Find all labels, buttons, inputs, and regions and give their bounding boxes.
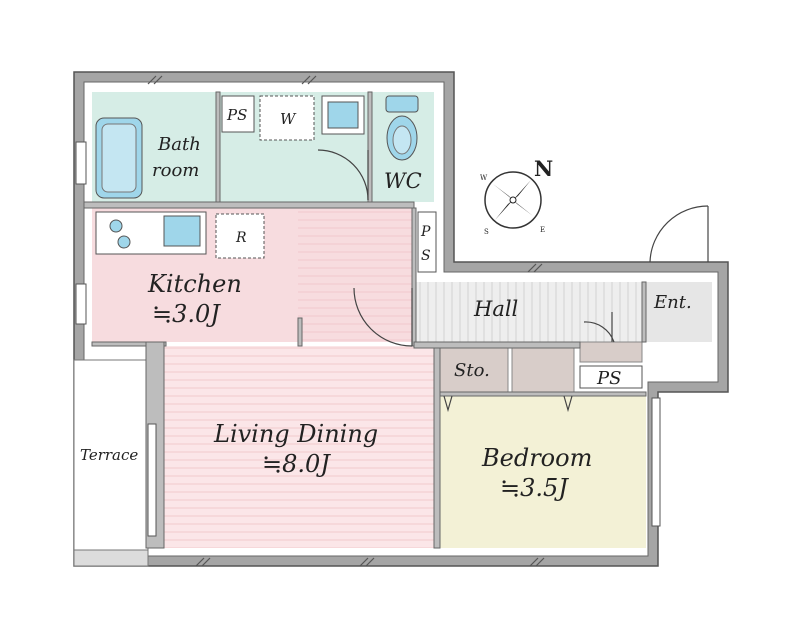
ps-entrance-label: PS <box>596 368 621 389</box>
kitchen-size: ≒3.0J <box>152 300 221 328</box>
living-stripes <box>164 346 434 548</box>
wall-hatch-marks <box>147 75 545 567</box>
washer-label: W <box>280 110 297 128</box>
washer-space <box>259 95 315 141</box>
entrance-floor <box>646 282 712 342</box>
ps-vert-box <box>417 211 437 273</box>
ps-entrance-box <box>579 365 643 389</box>
bedroom-floor <box>440 396 646 548</box>
wc-label: WC <box>384 169 422 193</box>
living-size: ≒8.0J <box>262 450 331 478</box>
toilet-icon <box>385 95 419 161</box>
hall-label: Hall <box>473 297 518 321</box>
living-label: Living Dining <box>213 420 378 448</box>
refrigerator-space <box>215 213 265 259</box>
compass-icon <box>484 171 542 229</box>
kitchen-label: Kitchen <box>147 270 242 298</box>
bath-label-1: Bath <box>157 134 201 155</box>
doors <box>317 149 709 413</box>
storage-1 <box>439 347 509 393</box>
storage-2 <box>511 347 575 393</box>
bathtub-inner <box>101 123 137 193</box>
sink-basin <box>327 101 359 129</box>
storage-label: Sto. <box>454 360 490 381</box>
bedroom-label: Bedroom <box>481 444 592 472</box>
hall-stripes <box>414 282 642 346</box>
compass-north: N <box>534 156 553 181</box>
compass-west: W <box>480 174 488 182</box>
bedroom-size: ≒3.5J <box>500 474 569 502</box>
stove-burner-icon <box>109 219 131 249</box>
ps-vert-p-label: P <box>420 224 431 240</box>
kitchen-stripe-area <box>298 208 412 342</box>
bath-label-2: room <box>152 160 199 181</box>
kitchen-sink <box>163 215 201 247</box>
windows <box>75 141 661 537</box>
terrace-label: Terrace <box>80 446 138 464</box>
ps-top-box <box>221 95 255 133</box>
compass-south: S <box>484 228 489 236</box>
ps-top-label: PS <box>226 106 247 124</box>
refrigerator-label: R <box>235 230 247 246</box>
entrance-storage <box>579 341 643 363</box>
entrance-label: Ent. <box>653 292 692 313</box>
compass-east: E <box>540 226 545 234</box>
ps-vert-s-label: S <box>421 248 431 264</box>
terrace-rail <box>73 549 149 567</box>
